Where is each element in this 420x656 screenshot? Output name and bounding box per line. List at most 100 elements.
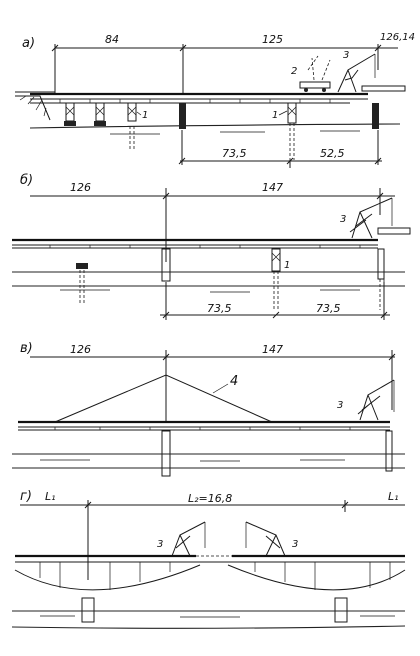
panel-b-letter: б) xyxy=(20,173,33,188)
panel-c-letter: в) xyxy=(20,341,33,356)
panel-a-leader xyxy=(278,110,288,116)
panel-a-tick-marks xyxy=(51,44,382,52)
panel-a-pier xyxy=(372,103,379,129)
panel-c-tick-marks xyxy=(162,353,396,361)
panel-a-temp-support xyxy=(65,102,75,122)
panel-c-stay-cables xyxy=(54,374,273,423)
panel-a-support-bracing xyxy=(287,106,297,116)
panel-a-piles xyxy=(289,123,295,160)
panel-a-cart-wheel xyxy=(322,88,326,92)
panel-c-end-pier xyxy=(385,430,393,472)
panel-b-pier xyxy=(161,248,171,282)
panel-a-support-base xyxy=(94,121,106,126)
panel-b-dim-126: 126 xyxy=(70,181,91,194)
panel-d-callout-3a: 3 xyxy=(157,539,163,550)
panel-d: г) L₁ L₂=16,8 L₁ 3 3 xyxy=(11,489,406,629)
panel-a-deck-girder xyxy=(30,98,368,104)
panel-b-callout-1: 1 xyxy=(284,260,290,271)
panel-d-letter: г) xyxy=(20,489,32,504)
panel-d-pier xyxy=(81,597,95,623)
panel-d-water-hatch xyxy=(40,615,395,618)
panel-b-waterline xyxy=(12,271,405,287)
panel-d-crane-right xyxy=(245,521,286,557)
panel-d-pier xyxy=(334,597,348,623)
panel-c-dim-126: 126 xyxy=(70,343,91,356)
panel-c-callout-4: 4 xyxy=(230,374,238,389)
panel-c-deck-girder xyxy=(18,426,390,431)
panel-a-left-bank xyxy=(15,91,55,121)
panel-a-bottom-ticks xyxy=(178,157,382,165)
panel-a-callout-1: 1 xyxy=(142,110,148,121)
panel-a-temp-support xyxy=(127,102,137,122)
panel-c-water-hatch xyxy=(40,459,345,462)
panel-a-dim-73-5: 73,5 xyxy=(222,147,247,160)
panel-b-water-hatch xyxy=(60,289,360,293)
panel-c-crane xyxy=(357,379,395,421)
panel-a-support-bracing xyxy=(65,106,137,116)
panel-d-dim-l2: L₂=16,8 xyxy=(188,492,232,505)
panel-a-lift-path xyxy=(307,55,331,81)
panel-a-piles xyxy=(129,126,135,150)
panel-c-leader xyxy=(212,383,229,394)
panel-d-callout-3b: 3 xyxy=(292,539,298,550)
panel-c-dim-147: 147 xyxy=(262,343,283,356)
panel-a-top-dimension-line xyxy=(54,44,398,95)
panel-a-temp-support-2 xyxy=(287,102,297,124)
panel-a-letter: а) xyxy=(22,36,35,51)
panel-d-waterline xyxy=(11,610,406,629)
panel-b-dim-73-5b: 73,5 xyxy=(316,302,341,315)
panel-a-next-segment xyxy=(361,85,406,92)
panel-b-piles xyxy=(79,270,385,310)
panel-a-crane xyxy=(337,53,376,93)
panel-b-support-bracing xyxy=(271,252,281,262)
panel-b-bottom-ticks xyxy=(162,311,388,319)
panel-d-top-dimension-line xyxy=(20,500,405,580)
panel-b-end-pier xyxy=(377,248,385,280)
panel-a-dim-125: 125 xyxy=(262,33,283,46)
panel-a-dim-52-5: 52,5 xyxy=(320,147,345,160)
panel-a-callout-3: 3 xyxy=(343,50,349,61)
panel-b-dim-147: 147 xyxy=(262,181,283,194)
panel-c: в) 126 147 4 3 xyxy=(12,341,405,477)
panel-c-waterline xyxy=(12,453,405,469)
panel-a-leader xyxy=(136,111,142,116)
panel-a-cart xyxy=(299,81,331,89)
panel-a-bank-hatch xyxy=(19,95,47,117)
panel-a-dim-126-14: 126,14 xyxy=(380,32,415,43)
panel-b-tick-marks xyxy=(162,192,384,200)
panel-d-tick-marks xyxy=(84,501,349,509)
panel-a-callout-1b: 1 xyxy=(272,110,278,121)
panel-c-callout-3: 3 xyxy=(337,400,343,411)
panel-b-deck-girder xyxy=(12,244,378,249)
panel-d-dim-l1: L₁ xyxy=(45,490,56,503)
panel-a: а) 84 125 126,14 1 1 xyxy=(15,32,415,168)
panel-b-girder-joints xyxy=(49,245,361,248)
panel-b-crane xyxy=(349,197,393,239)
panel-c-top-dimension-line xyxy=(30,350,395,410)
panel-a-cart-wheel xyxy=(304,88,308,92)
panel-d-arches xyxy=(14,564,406,591)
panel-b-bottom-dimension-line xyxy=(160,282,390,320)
panel-a-dim-84: 84 xyxy=(105,33,119,46)
panel-b-temp-support xyxy=(271,248,281,272)
panel-b-footing xyxy=(76,263,88,269)
panel-a-bottom-dimension-line xyxy=(180,130,382,168)
panel-b-callout-3: 3 xyxy=(340,214,346,225)
panel-a-support-base xyxy=(64,121,76,126)
panel-a-callout-2: 2 xyxy=(291,66,297,77)
panel-b-next-segment xyxy=(377,227,411,235)
panel-d-spandrel-posts xyxy=(39,562,391,590)
panel-b-top-dimension-line xyxy=(30,188,395,262)
panel-d-dim-l1b: L₁ xyxy=(388,490,399,503)
panel-c-girder-joints xyxy=(54,427,351,430)
panel-a-waterline xyxy=(29,123,401,129)
panel-d-crane-left xyxy=(171,521,206,557)
panel-b-dim-73-5: 73,5 xyxy=(207,302,232,315)
panel-a-temp-support xyxy=(95,102,105,122)
panel-a-girder-joints xyxy=(59,99,331,103)
panel-a-water-hatch xyxy=(110,130,360,135)
panel-a-pier xyxy=(179,103,186,129)
panel-b: б) 126 147 3 1 73,5 73,5 xyxy=(12,173,411,320)
